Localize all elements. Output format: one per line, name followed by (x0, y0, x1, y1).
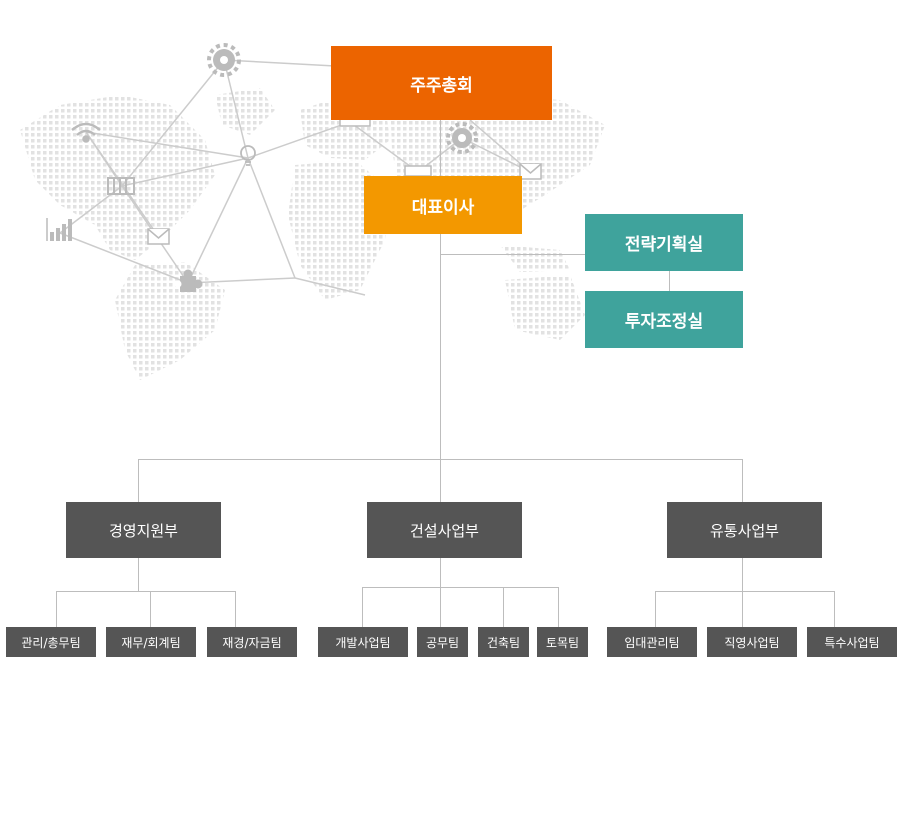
ceo-box: 대표이사 (364, 176, 522, 234)
team-box: 토목팀 (537, 627, 588, 657)
strategy-planning-box: 전략기획실 (585, 214, 743, 271)
team-box: 개발사업팀 (318, 627, 408, 657)
connector-team-right-3 (834, 591, 835, 627)
department-box: 경영지원부 (66, 502, 221, 558)
connector-staff-horizontal (440, 254, 585, 255)
team-box: 공무팀 (417, 627, 468, 657)
shareholders-box: 주주총회 (331, 46, 552, 120)
connector-team-center-down (440, 558, 441, 627)
connector-dept-left (138, 459, 139, 502)
department-box: 유통사업부 (667, 502, 822, 558)
investment-coordination-box: 투자조정실 (585, 291, 743, 348)
connector-staff-vertical (669, 271, 670, 291)
connector-team-center-1 (362, 587, 363, 627)
envelope-icon (519, 163, 542, 180)
connector-team-left-1 (56, 591, 57, 627)
wifi-icon (71, 122, 101, 143)
connector-team-right-horizontal (655, 591, 835, 592)
department-box: 건설사업부 (367, 502, 522, 558)
connector-team-left-down (138, 558, 139, 591)
world-map-dots (20, 88, 605, 380)
connector-team-right-down (742, 558, 743, 627)
envelope-icon (147, 228, 170, 245)
calculator-icon (107, 177, 135, 195)
puzzle-icon (174, 269, 203, 292)
team-box: 건축팀 (478, 627, 529, 657)
team-box: 재무/회계팀 (106, 627, 196, 657)
connector-team-center-3 (503, 587, 504, 627)
connector-team-right-1 (655, 591, 656, 627)
network-lines (59, 59, 531, 296)
signal-bars-icon (46, 218, 72, 241)
connector-main-vertical (440, 120, 441, 460)
connector-team-left-horizontal (56, 591, 236, 592)
connector-dept-center (440, 459, 441, 502)
team-box: 특수사업팀 (807, 627, 897, 657)
team-box: 재경/자금팀 (207, 627, 297, 657)
team-box: 임대관리팀 (607, 627, 697, 657)
envelope-icon (404, 165, 432, 177)
connector-team-center-4 (558, 587, 559, 627)
connector-team-left-3 (235, 591, 236, 627)
team-box: 관리/총무팀 (6, 627, 96, 657)
connector-team-left-2 (150, 591, 151, 627)
connector-team-center-horizontal (362, 587, 559, 588)
connector-dept-right (742, 459, 743, 502)
gear-icon (446, 122, 478, 154)
team-box: 직영사업팀 (707, 627, 797, 657)
lightbulb-icon (240, 145, 256, 166)
gear-icon (207, 43, 241, 77)
